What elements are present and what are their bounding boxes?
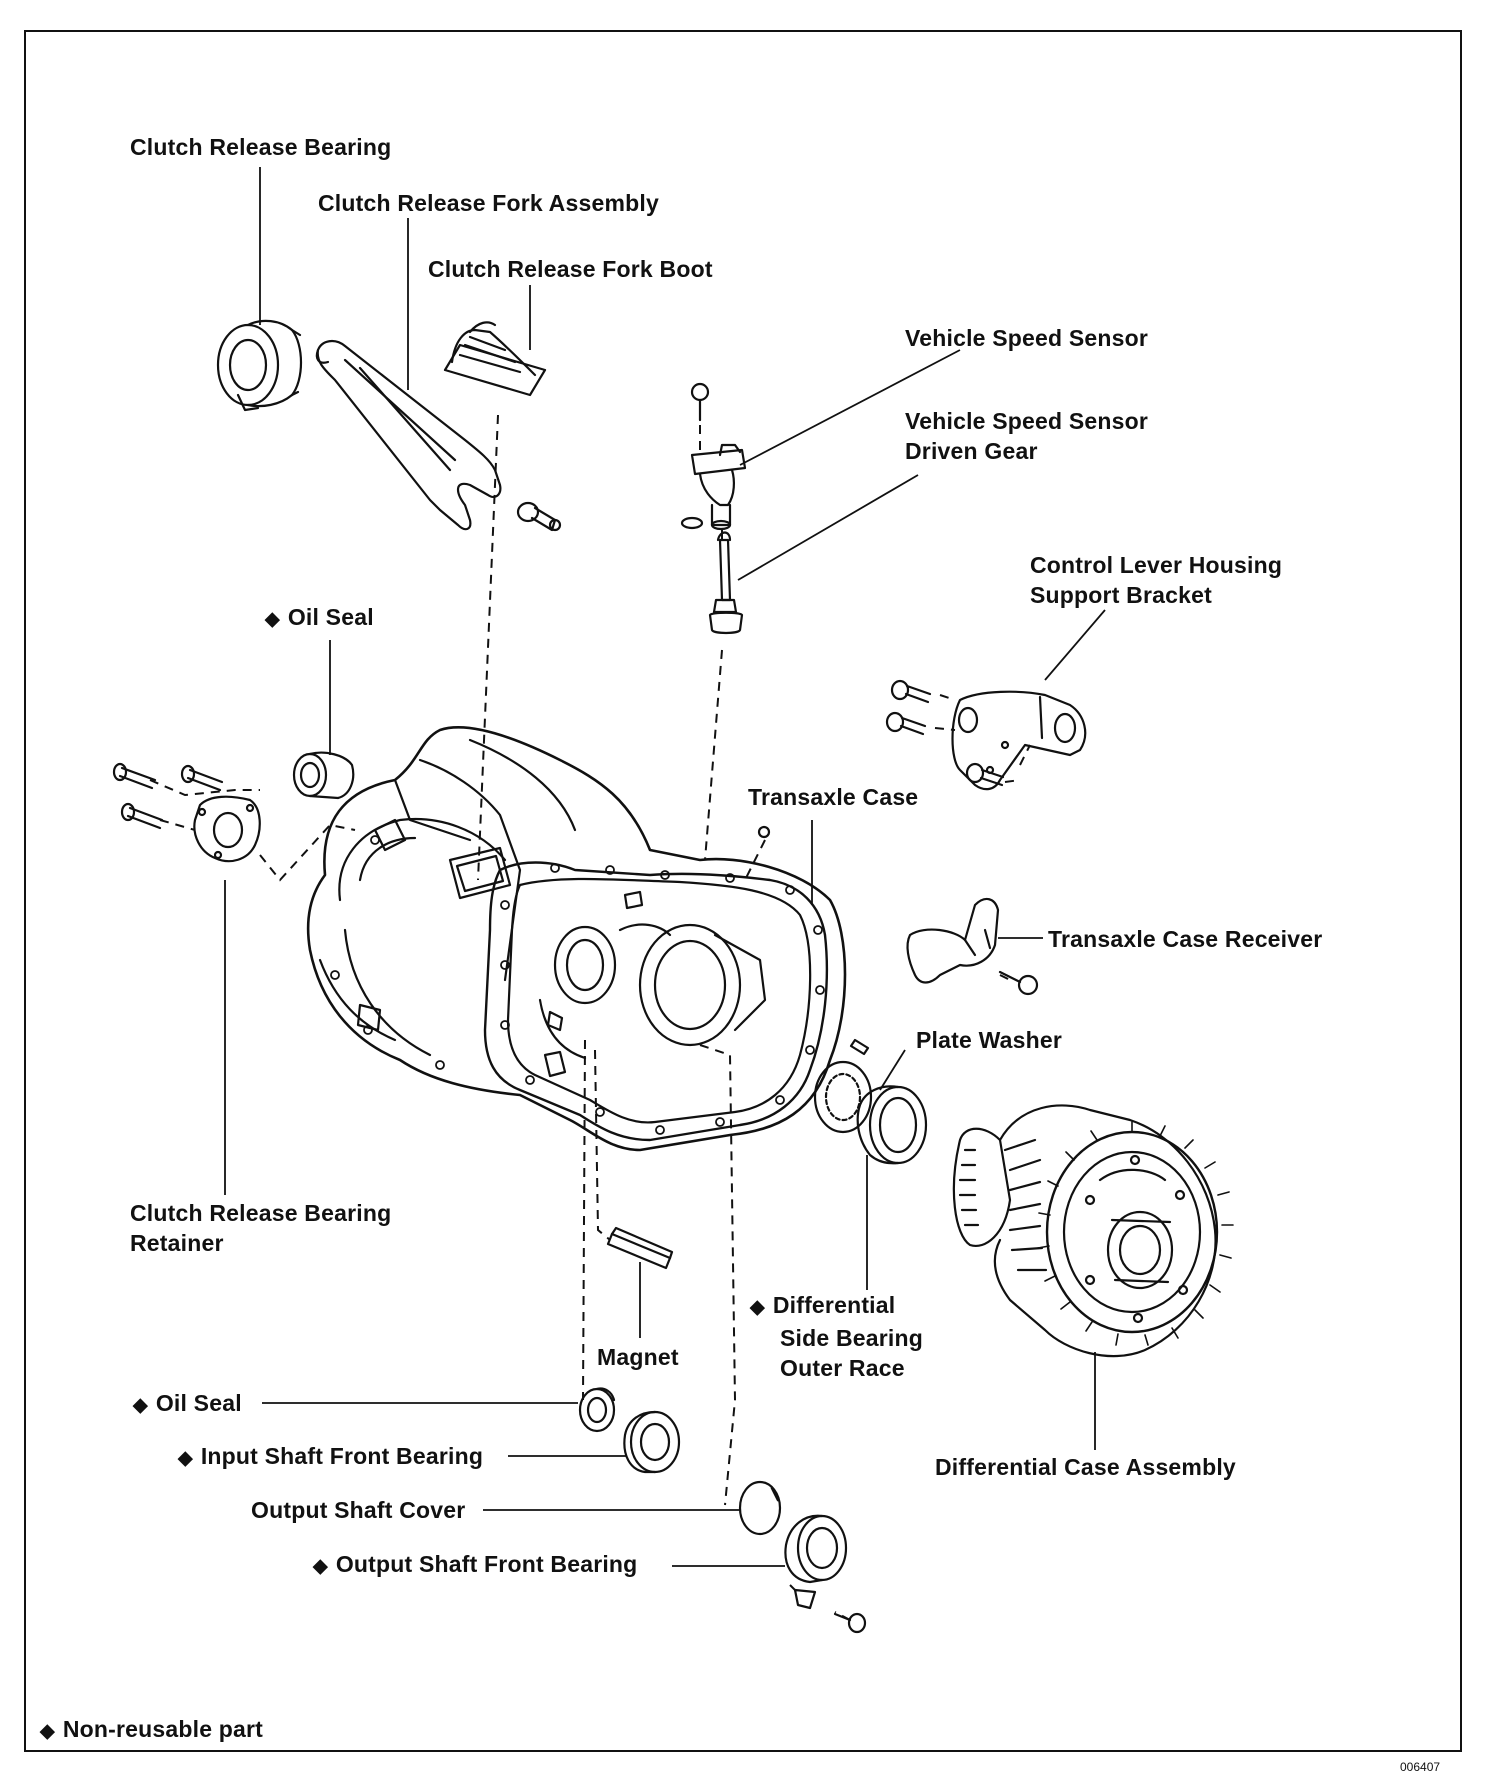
- retainer-bolts-drawing: [112, 762, 224, 830]
- speed-sensor-drawing: [680, 382, 747, 531]
- non-reusable-marker-icon: ◆: [750, 1297, 765, 1318]
- oil-seal-lower-drawing: [578, 1387, 616, 1433]
- outer-race-drawing: [856, 1085, 928, 1165]
- fork-pivot-bolt-drawing: [516, 501, 562, 532]
- output-shaft-cover-drawing: [738, 1480, 782, 1536]
- assembly-lines: [149, 414, 1031, 1621]
- label-text: Output Shaft Front Bearing: [335, 1551, 638, 1577]
- legend-non-reusable-part: ◆ Non-reusable part: [40, 1714, 263, 1747]
- label-differential-side-bearing-outer-race: ◆ Differential Side Bearing Outer Race: [750, 1290, 923, 1383]
- label-line: Clutch Release Bearing: [130, 1200, 392, 1226]
- fork-boot-drawing: [443, 321, 547, 397]
- non-reusable-marker-icon: ◆: [178, 1448, 193, 1469]
- label-line: ◆ Differential: [750, 1290, 923, 1323]
- oil-seal-upper-drawing: [292, 751, 355, 800]
- label-clutch-release-bearing: Clutch Release Bearing: [130, 134, 392, 160]
- label-input-shaft-front-bearing: ◆ Input Shaft Front Bearing: [178, 1441, 483, 1474]
- label-text: Oil Seal: [155, 1390, 242, 1416]
- label-clutch-release-fork-assembly: Clutch Release Fork Assembly: [318, 190, 659, 216]
- label-control-lever-housing-support-bracket: Control Lever Housing Support Bracket: [1030, 550, 1282, 610]
- differential-case-drawing: [952, 1104, 1234, 1358]
- support-bracket-drawing: [951, 690, 1087, 791]
- label-line: Control Lever Housing: [1030, 552, 1283, 578]
- label-vehicle-speed-sensor-driven-gear: Vehicle Speed Sensor Driven Gear: [905, 406, 1148, 466]
- transaxle-case-drawing: [306, 726, 847, 1152]
- non-reusable-marker-icon: ◆: [313, 1556, 328, 1577]
- label-differential-case-assembly: Differential Case Assembly: [935, 1454, 1236, 1480]
- plug-drawing: [757, 825, 771, 839]
- driven-gear-drawing: [708, 531, 744, 635]
- clutch-release-bearing-drawing: [216, 319, 302, 412]
- label-oil-seal-upper: ◆ Oil Seal: [265, 602, 374, 635]
- clutch-release-fork-drawing: [315, 340, 502, 531]
- leader-lines: [224, 167, 1106, 1567]
- plate-washer-drawing: [813, 1060, 873, 1134]
- label-line: Side Bearing: [780, 1325, 923, 1351]
- label-transaxle-case-receiver: Transaxle Case Receiver: [1048, 926, 1323, 952]
- label-text: Differential: [772, 1292, 896, 1318]
- case-receiver-drawing: [906, 897, 1039, 996]
- non-reusable-marker-icon: ◆: [265, 609, 280, 630]
- label-plate-washer: Plate Washer: [916, 1027, 1062, 1053]
- figure-code: 006407: [1400, 1760, 1441, 1774]
- straight-pin-drawing: [849, 1038, 870, 1056]
- label-vehicle-speed-sensor: Vehicle Speed Sensor: [905, 325, 1149, 351]
- input-shaft-front-bearing-drawing: [623, 1410, 681, 1474]
- label-transaxle-case: Transaxle Case: [748, 784, 919, 810]
- label-output-shaft-cover: Output Shaft Cover: [251, 1497, 466, 1523]
- lock-plate-bolt-drawing: [793, 1588, 867, 1634]
- non-reusable-marker-icon: ◆: [40, 1721, 55, 1742]
- legend-text: Non-reusable part: [62, 1716, 264, 1742]
- label-line: Vehicle Speed Sensor: [905, 408, 1149, 434]
- bearing-retainer-drawing: [193, 795, 261, 863]
- output-shaft-front-bearing-drawing: [784, 1514, 848, 1584]
- label-line: Driven Gear: [905, 438, 1038, 464]
- label-oil-seal-lower: ◆ Oil Seal: [133, 1388, 242, 1421]
- label-line: Outer Race: [780, 1355, 905, 1381]
- label-output-shaft-front-bearing: ◆ Output Shaft Front Bearing: [313, 1549, 637, 1582]
- label-magnet: Magnet: [597, 1344, 679, 1370]
- non-reusable-marker-icon: ◆: [133, 1395, 148, 1416]
- diagram-frame: [24, 30, 1462, 1752]
- bracket-bolts-drawing: [885, 679, 1005, 787]
- label-text: Input Shaft Front Bearing: [200, 1443, 484, 1469]
- label-clutch-release-fork-boot: Clutch Release Fork Boot: [428, 256, 713, 282]
- label-line: Support Bracket: [1030, 582, 1212, 608]
- label-text: Oil Seal: [287, 604, 374, 630]
- label-line: Retainer: [130, 1230, 224, 1256]
- label-clutch-release-bearing-retainer: Clutch Release Bearing Retainer: [130, 1198, 391, 1258]
